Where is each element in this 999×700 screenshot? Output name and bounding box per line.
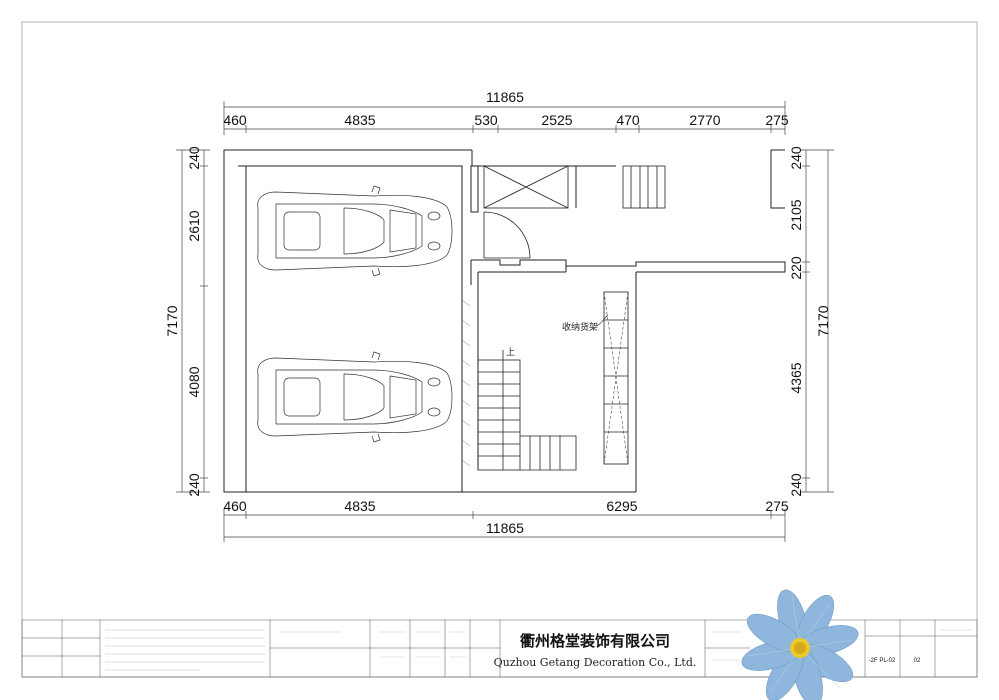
- door-swing: [483, 211, 531, 259]
- dim-top-seg-6: 2770: [689, 112, 720, 128]
- title-block: [21, 619, 978, 678]
- dim-top-seg-5: 470: [616, 112, 640, 128]
- upper-stair: [622, 165, 666, 209]
- dim-left-seg-3: 4080: [186, 366, 202, 397]
- dim-right-seg-5: 240: [788, 473, 804, 497]
- top-dimension-chain: [223, 101, 786, 135]
- dim-top-seg-7: 275: [765, 112, 789, 128]
- dim-bottom-total: 11865: [486, 520, 524, 536]
- bottom-dimension-chain: [223, 509, 786, 542]
- car-2: [257, 351, 453, 443]
- company-name-en: Quzhou Getang Decoration Co., Ltd.: [494, 656, 697, 669]
- left-dimension-chain: [176, 149, 210, 493]
- dim-top-seg-3: 530: [474, 112, 498, 128]
- title-block-fine-print: [105, 629, 972, 671]
- elevator-shaft: [483, 165, 569, 209]
- dim-right-seg-3: 220: [788, 256, 804, 280]
- drawing-number: -2F PL-02: [869, 658, 896, 664]
- dim-right-seg-4: 4365: [788, 362, 804, 393]
- dim-top-seg-1: 460: [223, 112, 247, 128]
- car-1: [257, 185, 453, 277]
- dim-left-total: 7170: [164, 305, 180, 336]
- dim-top-total: 11865: [486, 89, 524, 105]
- dim-right-seg-2: 2105: [788, 199, 804, 230]
- sheet-number: 02: [914, 658, 921, 664]
- dim-bottom-seg-3: 6295: [606, 498, 637, 514]
- dim-left-seg-2: 2610: [186, 210, 202, 241]
- dim-left-seg-1: 240: [186, 146, 202, 170]
- dim-bottom-seg-1: 460: [223, 498, 247, 514]
- dim-top-seg-4: 2525: [541, 112, 572, 128]
- dim-left-seg-4: 240: [186, 473, 202, 497]
- storage-shelf-label: 收纳货架: [562, 321, 598, 333]
- dim-bottom-seg-4: 275: [765, 498, 789, 514]
- wall-hatch: [461, 299, 471, 467]
- dim-right-seg-1: 240: [788, 146, 804, 170]
- dim-bottom-seg-2: 4835: [344, 498, 375, 514]
- dim-right-total: 7170: [815, 305, 831, 336]
- right-dimension-chain: [800, 149, 834, 493]
- flower-logo: [741, 589, 859, 700]
- dim-top-seg-2: 4835: [344, 112, 375, 128]
- storage-shelf: [596, 291, 629, 465]
- stair-up-label: 上: [506, 347, 515, 358]
- main-stair: [477, 350, 577, 471]
- company-name-cn: 衢州格堂装饰有限公司: [520, 632, 670, 650]
